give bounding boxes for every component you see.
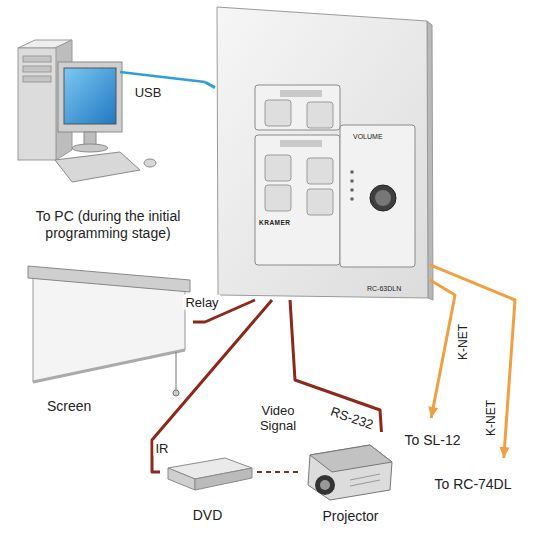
volume-knob <box>370 185 396 211</box>
projector-node: Projector <box>298 432 405 530</box>
dvd-node: DVD <box>160 455 257 530</box>
monitor-screen <box>64 68 116 124</box>
button-frame <box>255 135 340 265</box>
cable-connector <box>257 471 298 473</box>
label-strip <box>280 90 322 97</box>
node-label: RC-63DLN <box>367 285 401 293</box>
projector-lens <box>315 475 335 495</box>
pc-tower-front <box>18 48 56 160</box>
drive-bay <box>23 56 51 62</box>
dvd-side <box>195 468 252 490</box>
screen-surface <box>33 278 185 382</box>
push-button <box>307 158 333 184</box>
knob-cap <box>375 190 391 206</box>
screen-node: Screen <box>25 262 193 420</box>
drive-bay <box>23 66 51 72</box>
wall-plate <box>217 7 428 298</box>
drive-bay <box>23 76 51 82</box>
node-label: DVD <box>160 507 255 524</box>
control-panel: VOLUME KRAMER RC-63DLN <box>215 5 430 300</box>
led <box>350 188 354 192</box>
signal-label: Relay <box>183 295 220 310</box>
monitor-base <box>72 144 108 152</box>
led <box>350 197 354 201</box>
node-label: Projector <box>298 508 403 525</box>
node-label: To PC (during the initial programming st… <box>32 208 184 242</box>
push-button <box>265 155 291 181</box>
cable-connector <box>152 300 272 472</box>
destination-node: To SL-12 <box>395 418 472 452</box>
node-label: VOLUME <box>353 133 383 141</box>
push-button <box>265 185 291 211</box>
button-frame <box>255 85 340 130</box>
push-button <box>307 189 333 215</box>
usb-cable <box>120 72 205 82</box>
keyboard <box>55 152 140 182</box>
signal-label: RS-232 <box>327 403 377 433</box>
node-label: To RC-74DL <box>412 476 534 493</box>
vent <box>350 480 380 486</box>
cable-connector <box>430 265 515 458</box>
pc-node: To PC (during the initial programming st… <box>10 30 205 255</box>
arrow-head <box>500 447 510 458</box>
screen-housing <box>28 266 190 292</box>
signal-label: Video Signal <box>252 403 304 433</box>
screen-bar <box>33 350 185 382</box>
projector-body <box>308 445 392 500</box>
vent <box>350 474 380 480</box>
push-button <box>265 100 291 126</box>
node-label: KRAMER <box>259 219 291 227</box>
projector-top <box>310 445 392 472</box>
dvd-front <box>168 468 195 490</box>
signal-label: IR <box>154 441 171 456</box>
node-label: To SL-12 <box>395 432 470 449</box>
mouse <box>144 159 156 167</box>
destination-node: To RC-74DL <box>412 458 536 498</box>
cable-connector <box>205 82 215 88</box>
node-label: Screen <box>47 398 91 415</box>
signal-label: K-NET <box>484 398 499 438</box>
pull-cord <box>176 352 177 390</box>
monitor-housing <box>58 62 122 132</box>
lens-glass <box>320 480 330 490</box>
label-strip <box>280 140 322 147</box>
volume-frame <box>340 125 415 267</box>
led <box>350 170 354 174</box>
cord-bead <box>173 390 179 396</box>
signal-label: USB <box>133 85 164 100</box>
cable-connector <box>430 280 455 418</box>
arrow-head <box>428 406 438 418</box>
push-button <box>307 102 333 128</box>
signal-label: K-NET <box>456 322 471 362</box>
led <box>350 179 354 183</box>
